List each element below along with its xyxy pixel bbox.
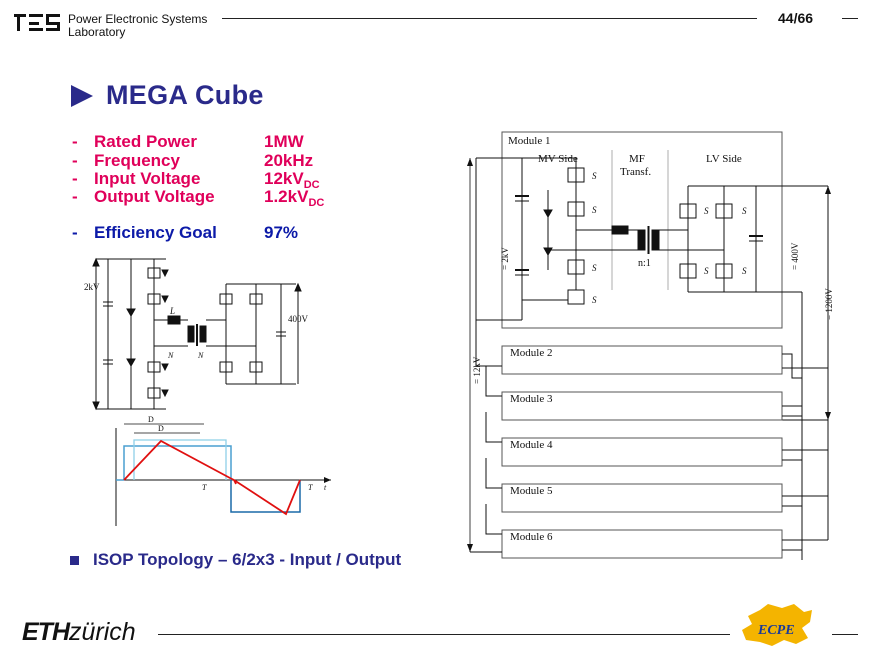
- spec-sub: DC: [303, 179, 320, 191]
- module-2: Module 2: [501, 345, 783, 375]
- dab-waveform-plot: D D T T t: [115, 416, 331, 526]
- switch-s1-label: S: [592, 171, 597, 181]
- waveform-t-label: t: [324, 483, 327, 492]
- module-3-label: Module 3: [510, 393, 553, 405]
- transformer-ratio-label: n:1: [638, 258, 651, 269]
- header-dash: [842, 18, 858, 19]
- left-vout-label: 400V: [288, 314, 309, 324]
- switch-s3-label: S: [592, 263, 597, 273]
- footer-rule: [158, 634, 730, 635]
- left-nlv-label: N: [197, 351, 204, 360]
- eth-logo-bold: ETH: [22, 618, 70, 646]
- lab-name: Power Electronic Systems Laboratory: [68, 13, 207, 39]
- spec-value: 12kV: [264, 169, 304, 188]
- header-rule: [222, 18, 757, 19]
- spec-label: Output Voltage: [94, 187, 215, 206]
- ecpe-logo-text: ECPE: [757, 623, 795, 638]
- waveform-ts-label: T: [308, 483, 313, 492]
- vin-total-value: = 12kV: [472, 356, 482, 384]
- eth-logo: ETHzürich: [22, 618, 136, 647]
- pes-logo: [14, 14, 60, 31]
- mv-side-label: MV Side: [538, 153, 578, 165]
- vout-total-value: = 1200V: [824, 288, 834, 320]
- module-6-label: Module 6: [510, 531, 553, 543]
- spec-value: 1.2kV: [264, 187, 309, 206]
- ecpe-logo: ECPE: [742, 604, 812, 646]
- waveform-dmv-label: D: [148, 416, 154, 424]
- left-vin-label: 2kV: [84, 282, 100, 292]
- switch-s4-label: S: [592, 295, 597, 305]
- module-1-label: Module 1: [508, 135, 550, 147]
- switch-s8-label: S: [742, 266, 747, 276]
- module-3: Module 3: [501, 391, 783, 421]
- switch-s2-label: S: [592, 205, 597, 215]
- lv-side-label: LV Side: [706, 153, 742, 165]
- spec-sub: DC: [308, 197, 325, 209]
- module-2-label: Module 2: [510, 347, 552, 359]
- vdc-mv-value: = 2kV: [500, 247, 510, 270]
- title-arrow-icon: [71, 85, 93, 107]
- switch-s6-label: S: [704, 266, 709, 276]
- module-4-label: Module 4: [510, 439, 553, 451]
- page-number: 44/66: [778, 10, 814, 26]
- spec-label: Rated Power: [94, 132, 197, 151]
- topology-bullet-icon: [70, 556, 79, 565]
- spec-label: Efficiency Goal: [94, 223, 217, 242]
- transf-label: Transf.: [620, 166, 651, 178]
- waveform-dlv-label: D: [158, 424, 164, 433]
- lab-name-line1: Power Electronic Systems: [68, 12, 208, 26]
- mf-label: MF: [629, 153, 645, 165]
- switch-s7-label: S: [742, 206, 747, 216]
- lab-name-line2: Laboratory: [68, 25, 126, 39]
- slide-title: MEGA Cube: [106, 80, 264, 110]
- spec-value: 20kHz: [264, 151, 314, 170]
- footer-dash: [832, 634, 858, 635]
- spec-value: 97%: [264, 223, 299, 242]
- isop-schematic: Module 1 MV Side MF Transf. LV Side S S …: [467, 131, 834, 560]
- module-5-label: Module 5: [510, 485, 553, 497]
- module-6: Module 6: [501, 529, 783, 559]
- spec-value: 1MW: [264, 132, 304, 151]
- topology-text: ISOP Topology – 6/2x3 - Input / Output: [93, 550, 402, 569]
- eth-logo-rest: zürich: [69, 618, 136, 646]
- vdc-lv-value: = 400V: [790, 242, 800, 270]
- left-nmv-label: N: [167, 351, 174, 360]
- waveform-ts-half-label: T: [202, 483, 207, 492]
- dab-circuit-diagram: 2kV L N N 400V: [84, 257, 309, 411]
- left-inductor-label: L: [169, 306, 175, 316]
- spec-label: Input Voltage: [94, 169, 201, 188]
- spec-label: Frequency: [94, 151, 180, 170]
- switch-s5-label: S: [704, 206, 709, 216]
- module-5: Module 5: [501, 483, 783, 513]
- module-4: Module 4: [501, 437, 783, 467]
